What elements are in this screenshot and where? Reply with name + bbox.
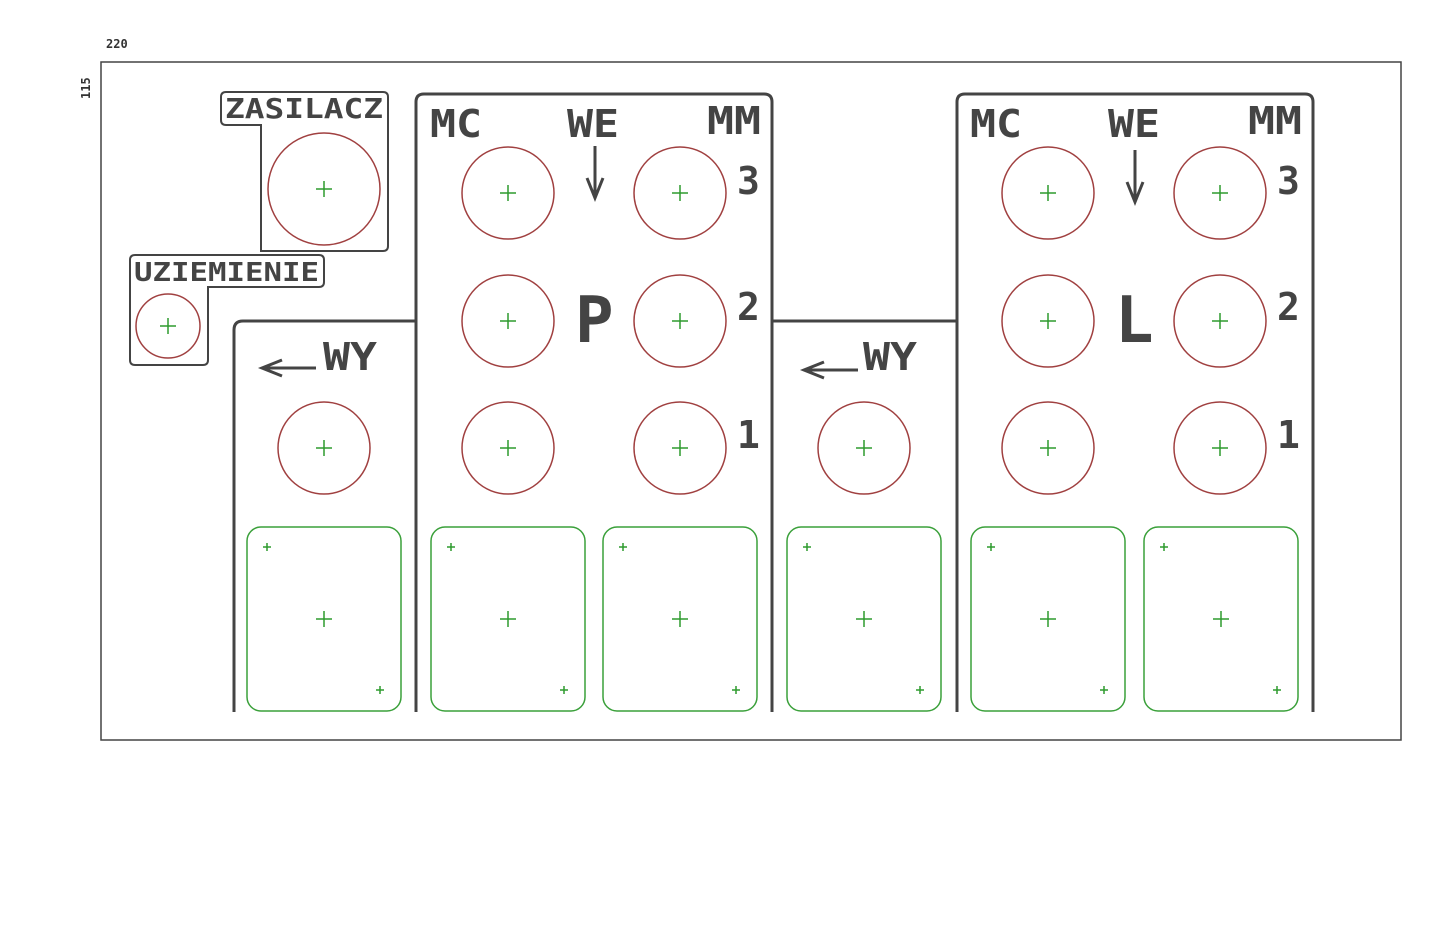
- channel-p-mc-pot-pad: [430, 526, 586, 712]
- channel-p-mm-2-hole: [633, 274, 727, 368]
- channel-p-mm-1-hole-cross: [672, 440, 688, 456]
- channel-l-mc-pot-pad-bottom-right-cross: [1100, 686, 1108, 694]
- width-dimension: 220: [106, 37, 128, 51]
- channel-l-mc-label: MC: [970, 102, 1022, 146]
- channel-p-mc-3-hole-cross: [500, 185, 516, 201]
- channel-p-number-2: 2: [737, 285, 760, 329]
- right-output-pot-pad-top-left-cross: [803, 543, 811, 551]
- channel-p-number-1: 1: [737, 413, 760, 457]
- left-output-pot-pad: [246, 526, 402, 712]
- right-output-pot-pad-center-cross: [856, 611, 872, 627]
- channel-l-mm-3-hole: [1173, 146, 1267, 240]
- channel-l-letter: L: [1115, 284, 1154, 358]
- pot-pads: [246, 526, 1299, 712]
- power-label: ZASILACZ: [225, 92, 383, 125]
- right-output-arrow: [799, 360, 858, 380]
- channel-p-number-3: 3: [737, 159, 760, 203]
- left-output-hole-cross: [316, 440, 332, 456]
- ground-terminal-cross: [160, 318, 176, 334]
- channel-p-mc-label: MC: [430, 102, 482, 146]
- power-frame: [220, 91, 389, 252]
- left-output-pot-pad-bottom-right-cross: [376, 686, 384, 694]
- channel-l-mm-3-hole-cross: [1212, 185, 1228, 201]
- left-output-label: WY: [323, 335, 377, 379]
- left-output-hole: [277, 401, 371, 495]
- power-socket-center-cross: [316, 181, 332, 197]
- channel-p-mm-pot-pad: [602, 526, 758, 712]
- connector-holes: [277, 146, 1267, 495]
- height-dimension: 115: [79, 77, 93, 99]
- channel-p-mm-pot-pad-top-left-cross: [619, 543, 627, 551]
- channel-l-mc-2-hole-cross: [1040, 313, 1056, 329]
- right-output-hole-cross: [856, 440, 872, 456]
- channel-p-mm-label: MM: [707, 99, 761, 143]
- channel-l-mc-2-hole: [1001, 274, 1095, 368]
- channel-p-mc-2-hole: [461, 274, 555, 368]
- channel-l-mm-pot-pad: [1143, 526, 1299, 712]
- channel-p-mc-pot-pad-center-cross: [500, 611, 516, 627]
- ground-terminal-hole: [135, 293, 201, 359]
- channel-l-frame: [955, 92, 1315, 712]
- channel-l-we-label: WE: [1108, 102, 1160, 146]
- channel-l-mc-1-hole-cross: [1040, 440, 1056, 456]
- power-socket-hole: [267, 132, 381, 246]
- channel-p-mc-pot-pad-bottom-right-cross: [560, 686, 568, 694]
- channel-l-mc-3-hole-cross: [1040, 185, 1056, 201]
- left-output-pot-pad-center-cross: [316, 611, 332, 627]
- channel-p-we-label: WE: [567, 102, 619, 146]
- channel-p-mc-1-hole-cross: [500, 440, 516, 456]
- left-output-pot-pad-top-left-cross: [263, 543, 271, 551]
- channel-l-mm-pot-pad-center-cross: [1213, 611, 1229, 627]
- board-outline: [100, 61, 1402, 741]
- channel-p-mm-3-hole-cross: [672, 185, 688, 201]
- right-output-pot-pad-bottom-right-cross: [916, 686, 924, 694]
- channel-l-number-3: 3: [1277, 159, 1300, 203]
- ground-label: UZIEMIENIE: [134, 258, 319, 288]
- channel-p-mm-pot-pad-center-cross: [672, 611, 688, 627]
- channel-l-mc-3-hole: [1001, 146, 1095, 240]
- channel-p-mc-3-hole: [461, 146, 555, 240]
- channel-l-input-arrow: [1125, 150, 1145, 207]
- channel-l-number-1: 1: [1277, 413, 1300, 457]
- channel-l-mc-pot-pad: [970, 526, 1126, 712]
- channel-l-mc-pot-pad-center-cross: [1040, 611, 1056, 627]
- right-output-pot-pad: [786, 526, 942, 712]
- channel-l-mm-2-hole: [1173, 274, 1267, 368]
- channel-l-mm-1-hole-cross: [1212, 440, 1228, 456]
- channel-p-input-arrow: [585, 146, 605, 203]
- channel-p-mm-2-hole-cross: [672, 313, 688, 329]
- channel-l-mm-label: MM: [1248, 99, 1302, 143]
- channel-p-mm-3-hole: [633, 146, 727, 240]
- channel-p-mc-pot-pad-top-left-cross: [447, 543, 455, 551]
- left-output-frame: [232, 319, 416, 712]
- channel-p-letter: P: [575, 284, 614, 358]
- channel-l-mm-pot-pad-bottom-right-cross: [1273, 686, 1281, 694]
- left-output-arrow: [257, 358, 316, 378]
- channel-l-mc-pot-pad-top-left-cross: [987, 543, 995, 551]
- channel-l-mc-1-hole: [1001, 401, 1095, 495]
- channel-p-mm-1-hole: [633, 401, 727, 495]
- channel-p-frame: [414, 92, 774, 712]
- channel-l-mm-2-hole-cross: [1212, 313, 1228, 329]
- channel-p-mc-1-hole: [461, 401, 555, 495]
- ground-frame: [129, 254, 325, 366]
- channel-l-mm-1-hole: [1173, 401, 1267, 495]
- right-output-hole: [817, 401, 911, 495]
- right-output-label: WY: [863, 335, 917, 379]
- channel-l-mm-pot-pad-top-left-cross: [1160, 543, 1168, 551]
- channel-l-number-2: 2: [1277, 285, 1300, 329]
- channel-p-mm-pot-pad-bottom-right-cross: [732, 686, 740, 694]
- channel-p-mc-2-hole-cross: [500, 313, 516, 329]
